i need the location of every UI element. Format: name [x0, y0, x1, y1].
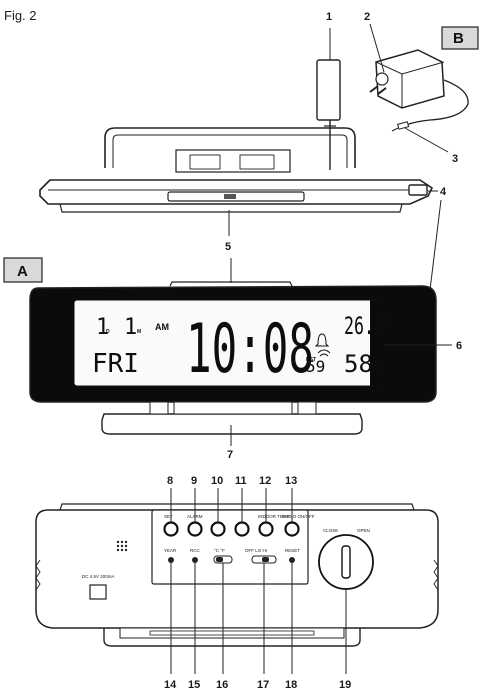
stand-frame [104, 127, 356, 168]
lcd-temperature: 26.8 [344, 312, 384, 340]
back-stand [103, 628, 361, 647]
set-button[interactable] [163, 521, 179, 537]
lcd-time: 10:08 [186, 310, 314, 389]
radio-signal-icon [317, 349, 331, 357]
clock-top-view: 1 5 4 [39, 11, 447, 291]
adapter-body [375, 49, 445, 109]
svg-text:SET: SET [164, 514, 173, 519]
svg-text:°C °F: °C °F [214, 548, 225, 553]
lcd-humidity: 58 [344, 350, 373, 378]
top-button-row: SET ALARM INDOOR TEMP RADIO ON/OFF [163, 514, 315, 537]
svg-text:RADIO ON/OFF: RADIO ON/OFF [282, 514, 315, 519]
reset-button[interactable] [289, 557, 295, 563]
svg-text:OFF LO HI: OFF LO HI [245, 548, 267, 553]
panel-a-label: A [17, 263, 28, 280]
power-rating-label: DC 4.5V 200mA [82, 574, 115, 579]
callout-4: 4 [440, 186, 447, 198]
clock-front-view: A 1 D 1 M AM FRI 10:08 DST 59 26.8 °C 58… [3, 257, 462, 461]
figure-label: Fig. 2 [4, 8, 37, 23]
rcc-button[interactable] [192, 557, 198, 563]
callout-7: 7 [227, 449, 233, 461]
adapter-cable [403, 79, 469, 127]
panel-b-label: B [453, 30, 464, 47]
lcd-weekday: FRI [92, 349, 139, 379]
lcd-humidity-unit: % [375, 363, 383, 373]
callout-11: 11 [235, 475, 247, 487]
callout-8: 8 [167, 475, 173, 487]
callout-18: 18 [285, 679, 297, 691]
callout-1: 1 [326, 11, 332, 23]
lcd-date-m: M [137, 329, 141, 335]
svg-text:RESET: RESET [285, 548, 300, 553]
svg-text:INDOOR TEMP: INDOOR TEMP [258, 514, 290, 519]
callout-16: 16 [216, 679, 228, 691]
callout-5: 5 [225, 241, 231, 253]
lcd-date-d: D [106, 329, 110, 335]
callout-15: 15 [188, 679, 200, 691]
battery-cover[interactable]: CLOSE OPEN [318, 528, 374, 590]
up-button[interactable] [210, 521, 226, 537]
front-stand [101, 413, 363, 435]
control-panel [151, 509, 309, 585]
callout-14: 14 [164, 679, 177, 691]
speaker-grille [116, 540, 128, 552]
callout-17: 17 [257, 679, 269, 691]
callout-10: 10 [211, 475, 223, 487]
lcd-date-day: 1 [96, 315, 109, 340]
callout-2: 2 [364, 11, 370, 23]
callout-12: 12 [259, 475, 271, 487]
radio-button[interactable] [284, 521, 300, 537]
lcd-date-month: 1 [124, 315, 137, 340]
alarm-button[interactable] [187, 521, 203, 537]
bottom-control-row: YEAR RCC °C °F OFF LO HI RESET [164, 548, 300, 564]
callout-6: 6 [456, 340, 462, 352]
lcd-temp-unit: °C [384, 318, 392, 326]
callout-13: 13 [285, 475, 297, 487]
power-adapter: B 2 3 [364, 11, 479, 165]
side-knob [408, 184, 428, 196]
down-button[interactable] [234, 521, 250, 537]
svg-text:RCC: RCC [190, 548, 200, 553]
callout-19: 19 [339, 679, 351, 691]
clock-back-view: SET ALARM INDOOR TEMP RADIO ON/OFF YEAR … [35, 475, 439, 691]
callout-9: 9 [191, 475, 197, 487]
indoor-temp-button[interactable] [258, 521, 274, 537]
svg-text:OPEN: OPEN [357, 528, 370, 533]
lcd-am-pm: AM [155, 322, 169, 332]
svg-text:YEAR: YEAR [164, 548, 177, 553]
dc-jack[interactable] [89, 584, 107, 600]
callout-3: 3 [452, 153, 458, 165]
svg-text:CLOSE: CLOSE [323, 528, 338, 533]
dc-plug [316, 59, 341, 121]
year-button[interactable] [168, 557, 174, 563]
lcd-seconds: 59 [306, 357, 325, 376]
lcd-dst: DST [306, 357, 316, 363]
alarm-bell-icon [314, 333, 330, 347]
